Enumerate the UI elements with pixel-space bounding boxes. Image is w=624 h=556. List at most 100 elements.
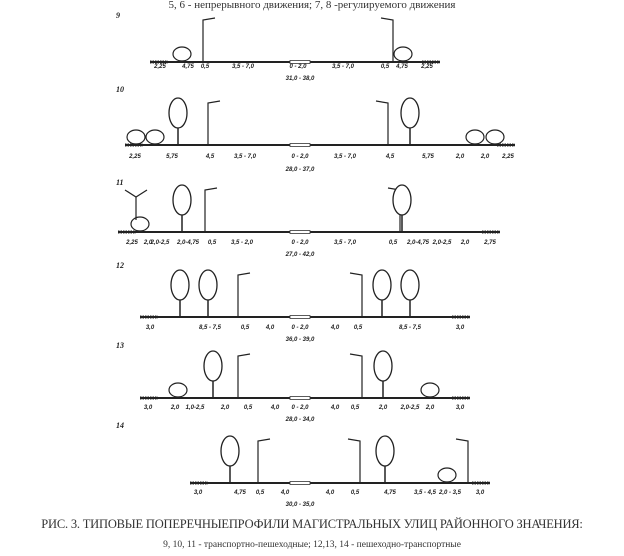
shrub-icon [465,129,485,145]
dimension-label: 2,0 [455,154,465,160]
dimension-label: 2,0 [143,240,153,246]
dimension-label: 3,0 [456,325,465,331]
tree-icon [203,350,223,382]
dimension-label: 2,0 [378,405,388,411]
dimension-label: 2,75 [483,240,496,246]
median-strip [289,60,311,64]
street-profiles-figure: 9 2,25 4,75 0,5 3,5 - 7,0 0 - 2,0 3,5 - 7,0 0,5… [116,11,515,508]
dimension-label: 2,25 [420,64,433,70]
dimension-label: 2,25 [501,154,514,160]
dimension-label: 2,0 [170,405,180,411]
tree-icon [392,184,412,216]
dimension-label: 3,5 - 4,5 [414,490,437,496]
street-lamp-icon [349,272,363,317]
median-strip [289,481,311,485]
dimension-label: 2,25 [125,240,138,246]
median-strip [289,396,311,400]
dimension-label: 4,0 [270,405,280,411]
total-width-label: 28,0 - 34,0 [285,417,315,423]
dimension-label: 4,75 [233,490,246,496]
tree-icon [375,435,395,467]
shrub-icon [168,382,188,398]
dimension-label: 4,75 [383,490,396,496]
dimension-label: 4,0 [325,490,335,496]
dimension-label: 3,5 - 7,0 [332,64,355,70]
dimension-label: 0,5 [389,240,398,246]
street-lamp-icon [455,438,469,483]
street-lamp-icon [349,353,363,398]
header-fragment: 5, 6 - непрерывного движения; 7, 8 -регу… [168,0,456,11]
dimension-label: 0,5 [351,405,360,411]
dimension-label: 8,5 - 7,5 [199,325,222,331]
profile-number: 10 [116,85,124,94]
street-lamp-icon [204,187,218,232]
dimension-label: 2,0 [425,405,435,411]
street-lamp-icon [347,438,361,483]
dimension-label: 2,25 [128,154,141,160]
median-strip [289,315,311,319]
dimension-label: 2,0 [460,240,470,246]
tree-icon [170,269,190,301]
shrub-icon [437,467,457,483]
dimension-label: 0,5 [244,405,253,411]
shrub-icon [130,216,150,232]
sign-post-icon [124,189,148,198]
dimension-label: 2,0 [480,154,490,160]
dimension-label: 5,75 [166,154,178,160]
dimension-label: 3,0 [194,490,203,496]
street-lamp-icon [257,438,271,483]
total-width-label: 31,0 - 38,0 [286,76,315,82]
shrub-icon [420,382,440,398]
dimension-label: 3,5 - 7,0 [334,154,357,160]
shrub-icon [145,129,165,145]
profile-number: 14 [116,421,124,430]
dimension-label: 4,5 [385,154,395,160]
figure-caption: РИС. 3. ТИПОВЫЕ ПОПЕРЕЧНЫЕПРОФИЛИ МАГИСТ… [41,517,583,531]
shrub-icon [485,129,505,145]
dimension-label: 0,5 [201,64,210,70]
tree-icon [198,269,218,301]
dimension-label: 3,0 [456,405,465,411]
median-strip [289,143,311,147]
street-lamp-icon [237,272,251,317]
dimension-label: 0 - 2,0 [289,64,307,70]
street-lamp-icon [202,17,216,62]
dimension-label: 8,5 - 7,5 [399,325,422,331]
dimension-label: 2,25 [153,64,166,70]
street-lamp-icon [207,100,221,145]
tree-icon [400,269,420,301]
profile-number: 11 [116,178,124,187]
dimension-label: 0,5 [208,240,217,246]
profile-number: 12 [116,261,124,270]
dimension-label: 2,0-2,5 [150,240,170,246]
profile-number: 9 [116,11,120,20]
tree-icon [168,97,188,129]
dimension-label: 2,0 [220,405,230,411]
dimension-label: 4,5 [205,154,215,160]
dimension-label: 0 - 2,0 [291,154,309,160]
dimension-label: 4,0 [330,405,340,411]
total-width-label: 36,0 - 39,0 [286,337,315,343]
total-width-label: 27,0 - 42,0 [285,252,315,258]
dimension-label: 3,0 [476,490,485,496]
dimension-label: 3,5 - 7,0 [232,64,255,70]
dimension-label: 4,0 [280,490,290,496]
street-lamp-icon [380,17,394,62]
figure-subcaption: 9, 10, 11 - транспортно-пешеходные; 12,1… [163,540,461,550]
dimension-label: 0,5 [241,325,250,331]
dimension-label: 3,5 - 2,0 [231,240,254,246]
dimension-label: 0,5 [351,490,360,496]
tree-icon [220,435,240,467]
total-width-label: 30,0 - 35,0 [286,502,315,508]
dimension-label: 4,0 [330,325,340,331]
dimension-label: 0 - 2,0 [291,240,309,246]
dimension-label: 3,5 - 7,0 [234,154,257,160]
tree-icon [172,184,192,216]
tree-icon [400,97,420,129]
shrub-icon [393,46,413,62]
dimension-label: 2,0-2,5 [400,405,420,411]
dimension-label: 3,0 [146,325,155,331]
dimension-label: 0,5 [354,325,363,331]
shrub-icon [126,129,146,145]
dimension-label: 0 - 2,0 [291,405,309,411]
